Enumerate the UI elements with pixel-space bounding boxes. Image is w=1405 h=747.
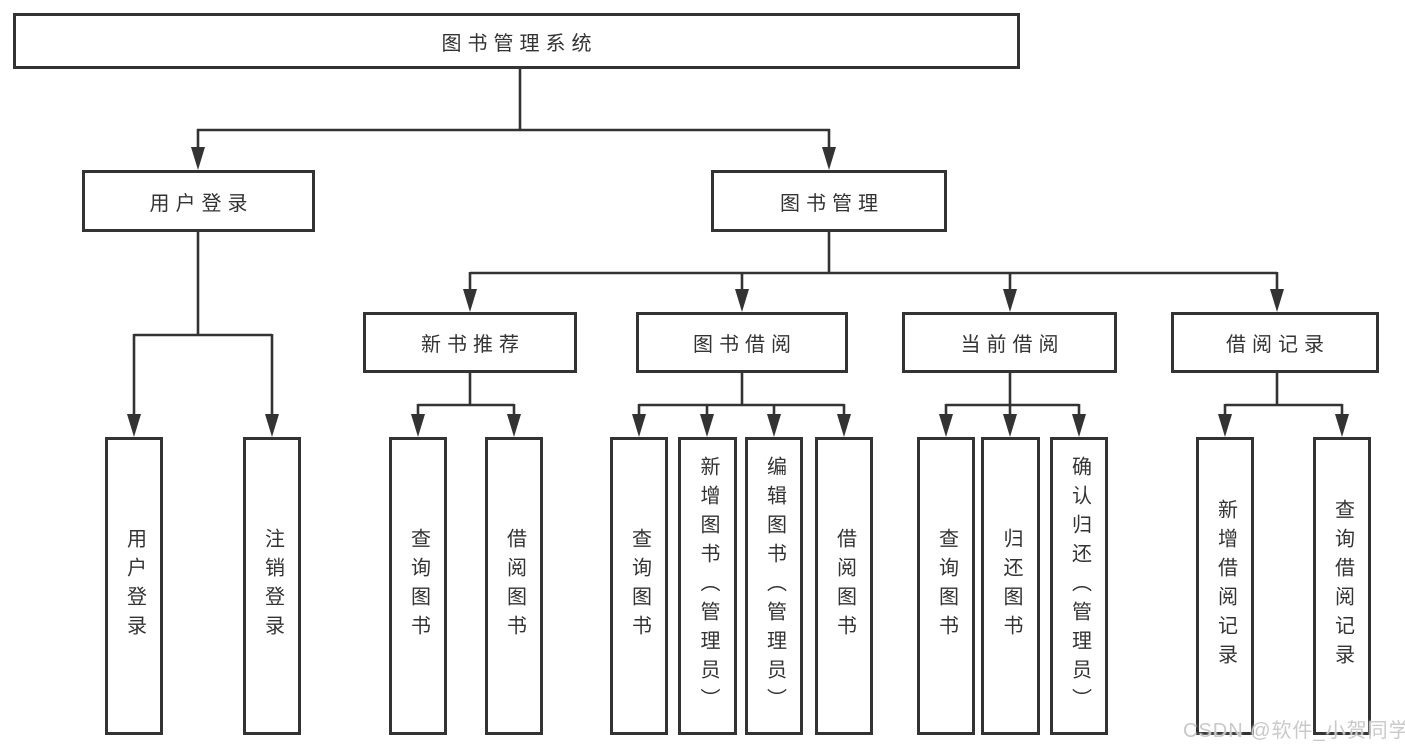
connector-user-login-to-leaves xyxy=(127,232,279,437)
leaf-borrow-book-1: 借阅图书 xyxy=(485,437,543,735)
node-current-borrow: 当前借阅 xyxy=(902,312,1117,373)
leaf-return-book-label: 归还图书 xyxy=(1000,528,1022,644)
node-current-borrow-label: 当前借阅 xyxy=(960,334,1065,356)
leaf-add-borrow-record-label: 新增借阅记录 xyxy=(1214,499,1237,673)
leaf-borrow-book-2-label: 借阅图书 xyxy=(833,528,856,644)
leaf-user-login: 用户登录 xyxy=(105,437,163,735)
leaf-logout: 注销登录 xyxy=(243,437,301,735)
leaf-confirm-return: 确认归还（管理员） xyxy=(1050,437,1108,735)
node-root-label: 图书管理系统 xyxy=(441,32,598,55)
leaf-query-book-2: 查询图书 xyxy=(610,437,668,735)
leaf-return-book: 归还图书 xyxy=(981,437,1040,735)
leaf-query-book-3-label: 查询图书 xyxy=(935,528,958,644)
connector-root-to-level2 xyxy=(191,69,836,170)
leaf-user-login-label: 用户登录 xyxy=(123,528,146,644)
leaf-add-book-label: 新增图书（管理员） xyxy=(697,455,719,717)
leaf-query-borrow-record-label: 查询借阅记录 xyxy=(1331,499,1354,673)
leaf-query-book-1: 查询图书 xyxy=(389,437,447,735)
node-user-login: 用户登录 xyxy=(82,170,315,232)
leaf-confirm-return-label: 确认归还（管理员） xyxy=(1068,455,1091,717)
leaf-logout-label: 注销登录 xyxy=(261,528,284,644)
node-borrow-record: 借阅记录 xyxy=(1171,312,1379,373)
leaf-edit-book-label: 编辑图书（管理员） xyxy=(763,455,786,717)
connector-book-mgmt-to-level3 xyxy=(463,232,1284,312)
leaf-edit-book: 编辑图书（管理员） xyxy=(745,437,803,735)
leaf-add-borrow-record: 新增借阅记录 xyxy=(1196,437,1254,735)
connector-borrow-record-to-leaves xyxy=(1218,373,1349,437)
node-book-mgmt-label: 图书管理 xyxy=(780,192,884,215)
leaf-borrow-book-2: 借阅图书 xyxy=(815,437,873,735)
connector-new-book-rec-to-leaves xyxy=(411,373,521,437)
node-book-borrow: 图书借阅 xyxy=(636,312,848,373)
leaf-query-book-1-label: 查询图书 xyxy=(407,528,430,644)
leaf-add-book: 新增图书（管理员） xyxy=(678,437,737,735)
leaf-borrow-book-1-label: 借阅图书 xyxy=(503,528,526,644)
node-new-book-rec: 新书推荐 xyxy=(363,312,577,373)
node-borrow-record-label: 借阅记录 xyxy=(1226,334,1330,356)
leaf-query-book-2-label: 查询图书 xyxy=(628,528,651,644)
node-book-mgmt: 图书管理 xyxy=(711,170,947,232)
node-root: 图书管理系统 xyxy=(13,13,1020,69)
node-user-login-label: 用户登录 xyxy=(149,192,254,215)
node-book-borrow-label: 图书借阅 xyxy=(693,334,797,356)
connector-book-borrow-to-leaves xyxy=(632,373,851,437)
leaf-query-book-3: 查询图书 xyxy=(917,437,975,735)
node-new-book-rec-label: 新书推荐 xyxy=(421,334,525,356)
leaf-query-borrow-record: 查询借阅记录 xyxy=(1313,437,1371,735)
connector-current-borrow-to-leaves xyxy=(939,373,1086,437)
